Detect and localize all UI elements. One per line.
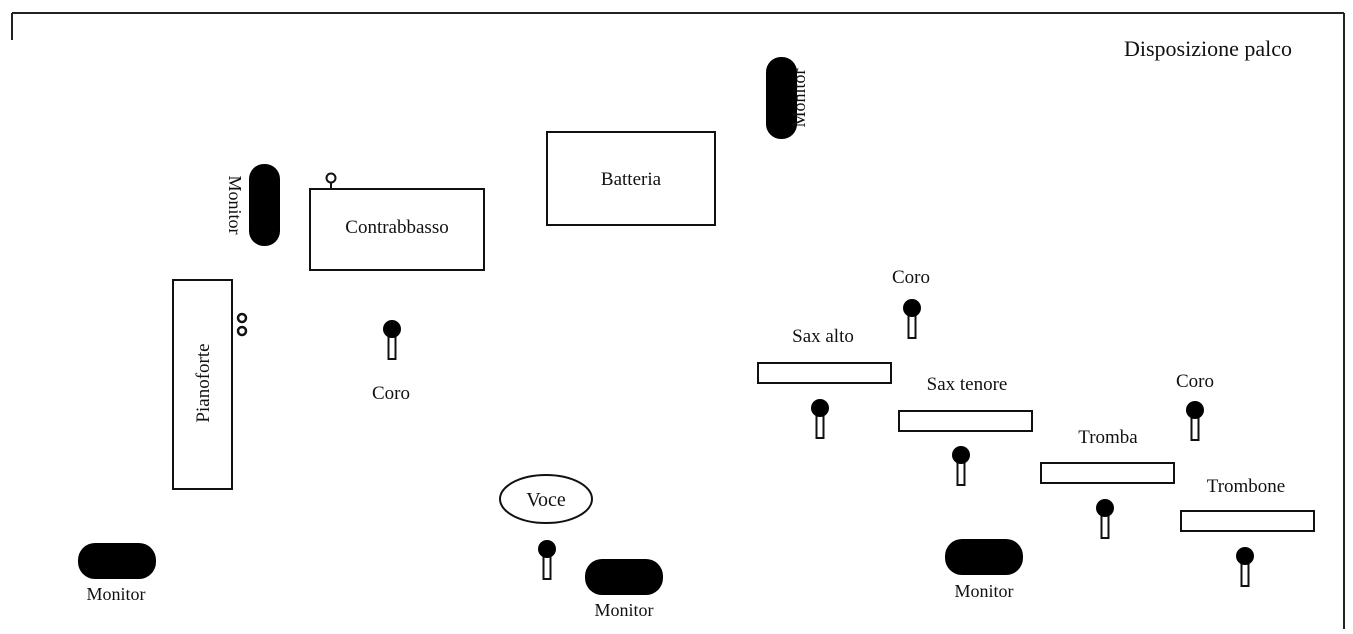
monitor-label: Monitor <box>789 68 809 127</box>
piano-pickup-icon-2 <box>236 325 248 337</box>
trombone-stand: Trombone <box>1180 476 1315 532</box>
monitor-label: Monitor <box>594 600 653 620</box>
mic-sax-tenor-icon <box>952 446 970 486</box>
monitor-label: Monitor <box>86 584 145 604</box>
mic-trumpet-icon <box>1096 499 1114 539</box>
mic-vocal-icon <box>538 540 556 580</box>
mic-choir-center-icon <box>903 299 921 339</box>
sax-tenor-label: Sax tenore <box>927 374 1008 395</box>
choir-label-center: Coro <box>892 267 930 288</box>
monitor-left: Monitor <box>225 164 280 246</box>
drums-box: Batteria <box>546 131 716 226</box>
trumpet-label: Tromba <box>1078 427 1138 448</box>
drums-label: Batteria <box>601 169 662 190</box>
trumpet-stand: Tromba <box>1040 427 1175 484</box>
vocal-ellipse: Voce <box>499 474 593 524</box>
diagram-title: Disposizione palco <box>1124 36 1292 61</box>
mic-choir-right-icon <box>1186 401 1204 441</box>
piano-label: Pianoforte <box>193 343 214 422</box>
monitor-bottom-right: Monitor <box>945 539 1023 601</box>
mic-trombone-icon <box>1236 547 1254 587</box>
piano-box: Pianoforte <box>172 279 248 490</box>
choir-label-right: Coro <box>1176 371 1214 392</box>
monitor-label: Monitor <box>954 581 1013 601</box>
sax-alto-stand: Sax alto <box>757 326 892 384</box>
monitor-bottom-left: Monitor <box>78 543 156 604</box>
microphones <box>383 299 1254 587</box>
trombone-label: Trombone <box>1207 476 1285 497</box>
monitor-label: Monitor <box>225 175 245 234</box>
double-bass-box: Contrabbasso <box>309 172 485 271</box>
sax-alto-label: Sax alto <box>792 326 854 347</box>
vocal-label: Voce <box>526 489 566 511</box>
choir-label-left: Coro <box>372 383 410 404</box>
mic-sax-alto-icon <box>811 399 829 439</box>
sax-tenor-stand: Sax tenore <box>898 374 1033 432</box>
mic-choir-left-icon <box>383 320 401 360</box>
monitor-bottom-center: Monitor <box>585 559 663 620</box>
monitor-top-right: Monitor <box>766 57 809 139</box>
bass-pickup-icon <box>325 172 337 184</box>
piano-pickup-icon-1 <box>236 312 248 324</box>
double-bass-label: Contrabbasso <box>345 217 448 238</box>
